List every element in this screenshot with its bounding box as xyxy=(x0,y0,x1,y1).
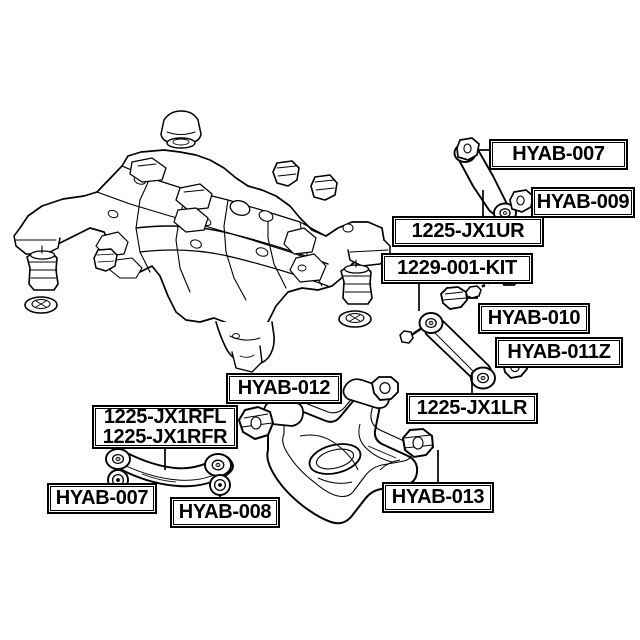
callout-label: HYAB-011Z xyxy=(507,340,611,363)
callout-label: HYAB-007 xyxy=(55,486,149,509)
callout-1229-001-kit[interactable]: 1229-001-KIT xyxy=(381,253,533,284)
callout-hyab-012[interactable]: HYAB-012 xyxy=(226,373,342,404)
callout-label: HYAB-010 xyxy=(487,306,581,329)
part-upper-control-arm xyxy=(453,137,534,224)
callout-label-line-2: 1225-JX1RFR xyxy=(102,425,228,448)
callout-label: HYAB-007 xyxy=(512,142,605,165)
part-bushing-hyab-012 xyxy=(237,405,275,441)
callout-label: HYAB-012 xyxy=(237,376,331,399)
callout-hyab-010[interactable]: HYAB-010 xyxy=(478,303,590,334)
callout-label: HYAB-009 xyxy=(536,190,630,213)
part-bushing-hyab-008 xyxy=(209,474,231,496)
part-lower-control-arm xyxy=(237,376,435,525)
callout-hyab-009[interactable]: HYAB-009 xyxy=(531,187,635,218)
callout-hyab-008[interactable]: HYAB-008 xyxy=(170,497,280,528)
part-rear-suspension-subframe xyxy=(13,110,391,373)
callout-hyab-011z[interactable]: HYAB-011Z xyxy=(495,337,623,368)
callout-label: 1229-001-KIT xyxy=(397,256,517,279)
part-bushing-hyab-009 xyxy=(509,189,534,213)
callout-1225-jx1rfl-rfr[interactable]: 1225-JX1RFL 1225-JX1RFR xyxy=(92,405,238,449)
callout-label: HYAB-008 xyxy=(178,500,272,523)
part-bushing-hyab-010 xyxy=(440,286,468,310)
callout-hyab-007-upper[interactable]: HYAB-007 xyxy=(489,139,628,170)
callout-label: 1225-JX1LR xyxy=(416,396,528,419)
callout-1225-jx1lr[interactable]: 1225-JX1LR xyxy=(406,393,538,424)
callout-label: HYAB-013 xyxy=(391,485,485,508)
callout-hyab-007-lower[interactable]: HYAB-007 xyxy=(47,483,157,514)
part-bushing-hyab-007-upper xyxy=(456,137,480,161)
callout-label-line-1: 1225-JX1RFL xyxy=(103,405,227,428)
callout-label: 1225-JX1UR xyxy=(411,219,525,242)
callout-hyab-013[interactable]: HYAB-013 xyxy=(382,482,494,513)
part-bushing-upper-boss xyxy=(371,376,399,401)
callout-1225-jx1ur[interactable]: 1225-JX1UR xyxy=(392,216,544,247)
part-bushing-hyab-013 xyxy=(401,427,435,459)
